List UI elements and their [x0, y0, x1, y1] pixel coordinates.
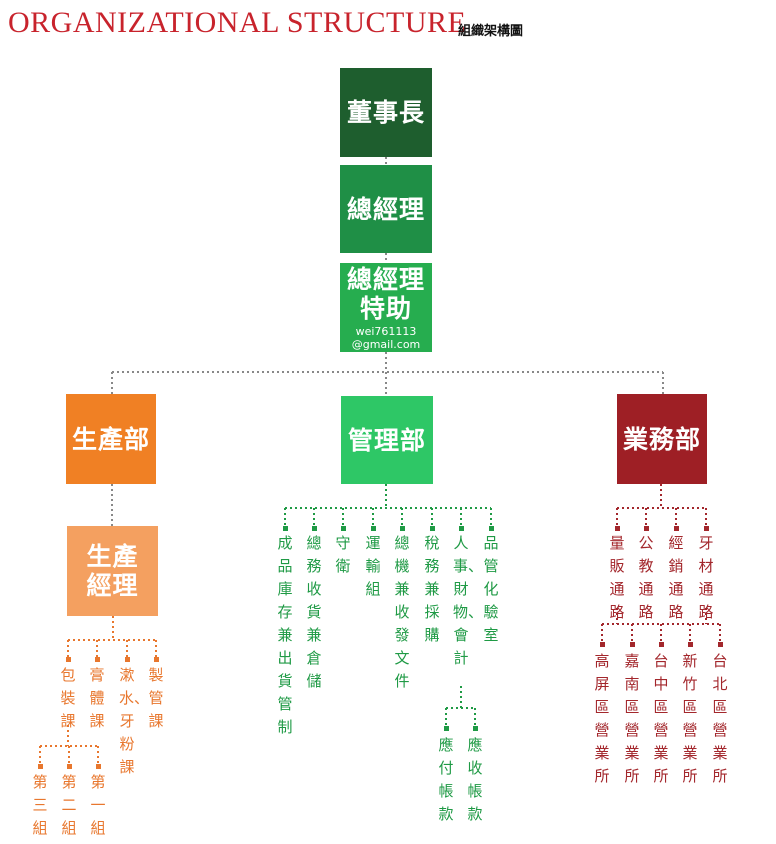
node-dot	[341, 526, 346, 531]
admin-dept-box: 管理部	[341, 396, 433, 484]
gm-box: 總經理	[340, 165, 432, 253]
node-dot	[283, 526, 288, 531]
sales-connectors	[601, 484, 721, 644]
accounting-unit: 應收帳款	[467, 736, 483, 823]
email-line2: @gmail.com	[351, 337, 421, 351]
node-dot	[459, 526, 464, 531]
admin-connectors	[284, 484, 492, 728]
production-section: 包裝課	[60, 666, 76, 730]
production-section: 膏體課	[89, 666, 105, 730]
node-dot	[400, 526, 405, 531]
chairman-box: 董事長	[340, 68, 432, 157]
sales-channel: 牙材通路	[698, 534, 714, 621]
production-group: 第一組	[90, 773, 106, 837]
admin-unit: 稅務兼採購	[424, 534, 440, 644]
node-dot	[644, 526, 649, 531]
production-dept-label: 生產部	[71, 424, 150, 454]
node-dot	[704, 526, 709, 531]
production-manager-box: 生產 經理	[67, 526, 158, 616]
gm-label: 總經理	[346, 194, 425, 224]
production-manager-line1: 生產	[86, 542, 139, 571]
admin-unit: 人事、財物、會計	[453, 534, 484, 667]
admin-unit: 總機兼收發文件	[394, 534, 410, 690]
node-dot	[718, 642, 723, 647]
production-section: 製管課	[148, 666, 164, 730]
node-dot	[600, 642, 605, 647]
assistant-label-line1: 總經理	[346, 264, 425, 294]
sales-office: 高屏區營業所	[594, 652, 610, 785]
node-dot	[444, 726, 449, 731]
sales-dept-box: 業務部	[617, 394, 707, 484]
chart-title: ORGANIZATIONAL STRUCTURE	[8, 6, 467, 39]
email-line1: wei761113	[355, 324, 417, 338]
sales-channel: 經銷通路	[668, 534, 684, 621]
production-manager-line2: 經理	[86, 571, 139, 600]
node-dot	[489, 526, 494, 531]
sales-channel: 公教通路	[638, 534, 654, 621]
node-dot	[674, 526, 679, 531]
production-group: 第二組	[61, 773, 77, 837]
sales-channel: 量販通路	[609, 534, 625, 621]
production-group: 第三組	[32, 773, 48, 837]
node-dot	[38, 764, 43, 769]
sales-office: 台中區營業所	[653, 652, 669, 785]
node-dot	[66, 657, 71, 662]
admin-unit: 運輸組	[365, 534, 381, 598]
node-dot	[688, 642, 693, 647]
node-dot	[430, 526, 435, 531]
node-dot	[125, 657, 130, 662]
node-dot	[371, 526, 376, 531]
chairman-label: 董事長	[346, 98, 425, 127]
node-dot	[630, 642, 635, 647]
sales-office: 新竹區營業所	[682, 652, 698, 785]
admin-unit: 品管化驗室	[483, 534, 499, 644]
sales-dept-label: 業務部	[622, 424, 701, 454]
admin-unit: 守衛	[335, 534, 351, 575]
node-dot	[615, 526, 620, 531]
node-dot	[154, 657, 159, 662]
node-dot	[67, 764, 72, 769]
top-connectors	[111, 157, 664, 526]
node-dot	[96, 764, 101, 769]
assistant-label-line2: 特助	[359, 293, 412, 323]
production-connectors	[39, 616, 157, 766]
node-dot	[473, 726, 478, 731]
assistant-box: 總經理 特助 wei761113 @gmail.com	[340, 263, 432, 352]
accounting-unit: 應付帳款	[438, 736, 454, 823]
chart-subtitle: 組織架構圖	[458, 24, 524, 39]
admin-unit: 成品庫存兼出貨管制	[277, 534, 293, 736]
production-section: 漱水、牙粉課	[119, 666, 150, 776]
admin-dept-label: 管理部	[347, 425, 426, 455]
node-dot	[95, 657, 100, 662]
sales-office: 嘉南區營業所	[624, 652, 640, 785]
production-dept-box: 生產部	[66, 394, 156, 484]
sales-office: 台北區營業所	[712, 652, 728, 785]
node-dot	[312, 526, 317, 531]
admin-unit: 總務收貨兼倉儲	[306, 534, 322, 690]
node-dot	[659, 642, 664, 647]
